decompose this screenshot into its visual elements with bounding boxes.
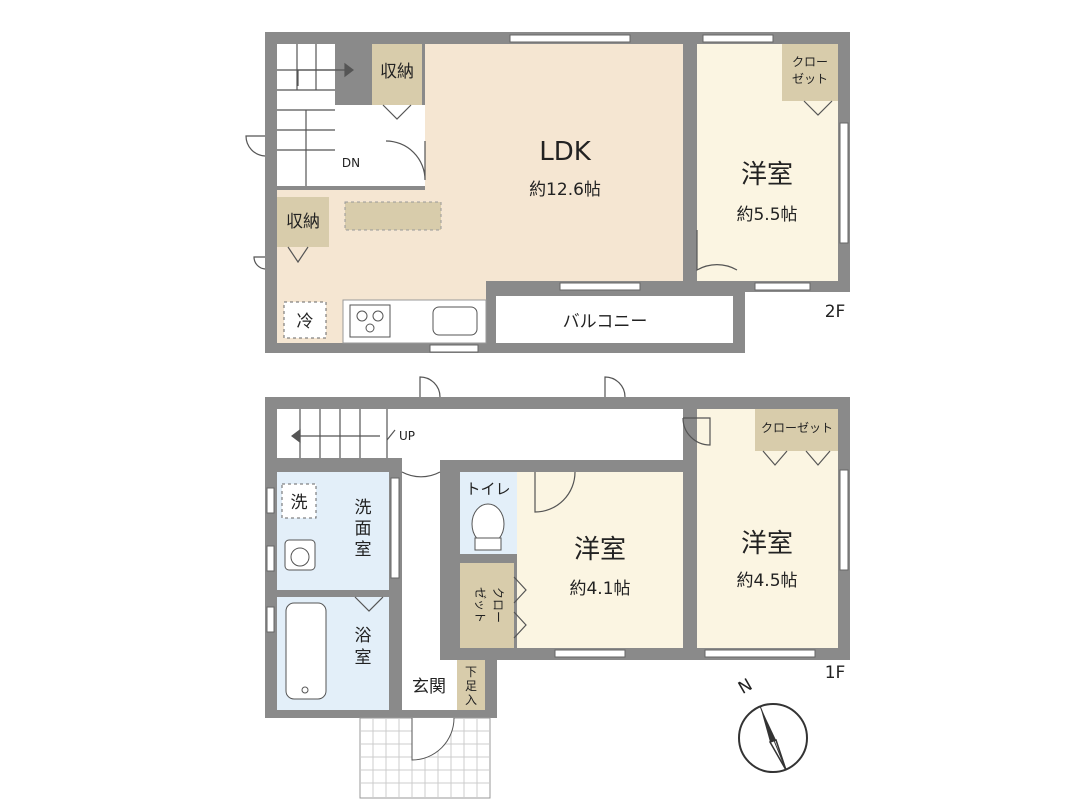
closet-2f-area: [782, 44, 838, 101]
entrance-area: [402, 660, 457, 710]
western-2f-size: 約5.5帖: [736, 205, 797, 225]
closet-center-area: [460, 563, 514, 648]
entrance-name: 玄関: [412, 677, 446, 697]
floor-label-1f: 1F: [825, 663, 846, 683]
sink-icon: [432, 306, 478, 336]
closet-center-col2: ゼット: [473, 587, 487, 623]
stair-treads-2f: [277, 44, 354, 186]
shoe-box-line1: 下: [465, 665, 477, 679]
drain-icon: [301, 686, 309, 694]
stair-area-1f: [277, 409, 387, 458]
burner-icon: [365, 323, 375, 333]
ldk-area: [277, 44, 683, 343]
burner-icon: [356, 310, 368, 322]
washroom-line2: 面: [355, 519, 372, 539]
toilet-tank-icon: [474, 537, 502, 551]
closet-center-door-mark: [513, 611, 527, 639]
storage-left-name: 収納: [286, 212, 320, 232]
bath-door-mark: [354, 596, 384, 612]
shoe-box-line2: 足: [465, 679, 477, 693]
stair-treads-1f: [291, 409, 396, 458]
washer-box: [281, 483, 317, 519]
closet-right-area: [755, 409, 838, 451]
stove-icon: [349, 304, 391, 338]
stairs-dn-label: DN: [342, 156, 360, 170]
closet-2f-line2: ゼット: [792, 72, 828, 86]
compass-north-label: N: [735, 675, 756, 699]
closet-right-door-mark: [805, 450, 831, 466]
shoe-box: [457, 660, 485, 710]
ldk-name: LDK: [539, 137, 592, 167]
fridge-box: [283, 301, 327, 339]
washer-label: 洗: [291, 493, 308, 513]
porch-tiles: [359, 717, 491, 799]
shoe-box-line3: 入: [465, 693, 477, 707]
storage-top-name: 収納: [380, 62, 414, 82]
windows-2f: [429, 34, 849, 353]
fridge-label: 冷: [297, 312, 314, 332]
compass-icon: N: [735, 675, 808, 773]
ldk-size: 約12.6帖: [529, 180, 601, 200]
closet-right-name: クローゼット: [761, 421, 833, 435]
balcony-area: [496, 296, 733, 343]
washroom-line3: 室: [355, 540, 372, 560]
bathtub-icon: [285, 602, 327, 700]
closet-right-door-mark: [762, 450, 788, 466]
storage-door-marks-2f: [287, 100, 833, 264]
bath-line2: 室: [355, 648, 372, 668]
floor-2f: LDK 約12.6帖 洋室 約5.5帖 バルコニー 収納 収納 クロー ゼット …: [245, 32, 850, 353]
door-swings-1f: [401, 376, 711, 513]
western-center-size: 約4.1帖: [569, 579, 630, 599]
western-center-name: 洋室: [574, 535, 626, 565]
closet-2f-line1: クロー: [792, 55, 828, 69]
floor-label-2f: 2F: [825, 302, 846, 322]
western-center-area: [517, 472, 683, 648]
hall-2f: [335, 105, 425, 186]
washroom-line1: 洗: [355, 498, 372, 518]
closet-center-col1: クロー: [491, 587, 505, 623]
basin-bowl-icon: [290, 547, 310, 567]
storage-top-area: [372, 44, 422, 105]
stairs-up-label: UP: [399, 429, 415, 443]
burner-icon: [372, 310, 384, 322]
counter: [344, 201, 442, 231]
balcony-name: バルコニー: [563, 312, 648, 332]
floor-1f: 洋室 約4.1帖 洋室 約4.5帖 クローゼット クロー ゼット トイレ 洗 面…: [265, 376, 850, 799]
toilet-name: トイレ: [465, 480, 510, 498]
western-right-size: 約4.5帖: [736, 571, 797, 591]
storage-left-area: [277, 197, 329, 247]
door-swings-2f: [245, 135, 738, 272]
windows-1f: [266, 469, 849, 658]
western-2f-name: 洋室: [741, 160, 793, 190]
bath-line1: 浴: [355, 626, 372, 646]
closet-center-door-mark: [513, 576, 527, 604]
western-right-name: 洋室: [741, 529, 793, 559]
